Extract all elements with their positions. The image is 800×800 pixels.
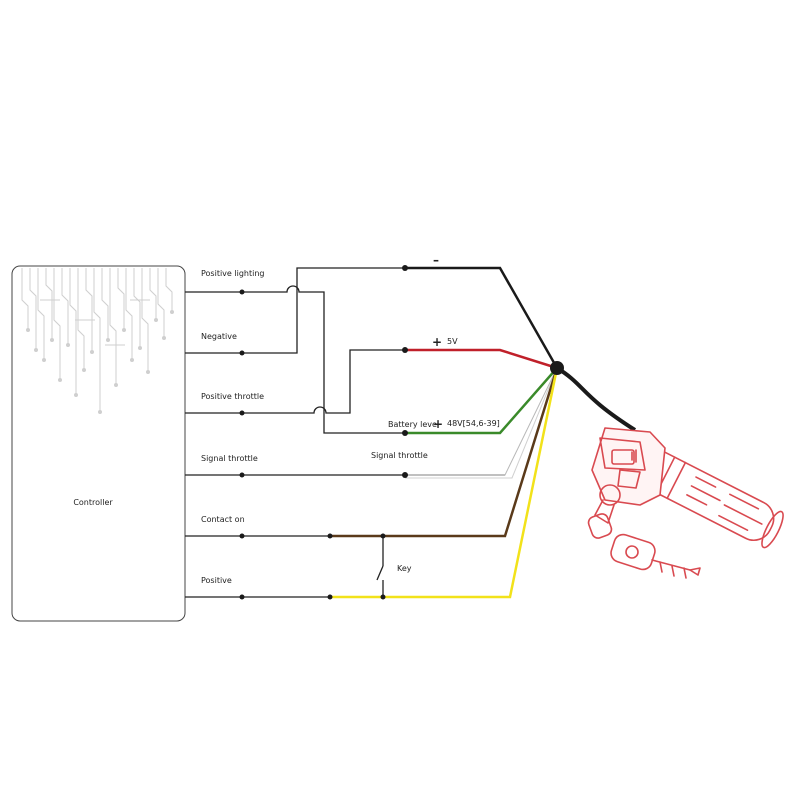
dot-black (402, 265, 408, 271)
label-battery-plus: + (433, 417, 443, 431)
label-contact-on: Contact on (201, 515, 245, 524)
label-signal-throttle-wire: Signal throttle (371, 451, 428, 460)
label-5v: 5V (447, 337, 458, 346)
dot-pt-1 (239, 410, 245, 416)
label-key: Key (397, 564, 412, 573)
controller-label: Controller (73, 498, 113, 507)
wire-grey-2 (405, 367, 558, 479)
wire-positive-throttle (185, 349, 500, 414)
wire-cable-to-grip (555, 366, 637, 432)
junction-dots (239, 265, 564, 600)
label-positive-lighting: Positive lighting (201, 269, 264, 278)
controller-wires (185, 267, 505, 598)
harness-connector (550, 361, 564, 375)
dot-pl-1 (239, 289, 245, 295)
label-signal-throttle: Signal throttle (201, 454, 258, 463)
label-negative: Negative (201, 332, 237, 341)
harness-wires (330, 266, 637, 599)
dot-st-1 (239, 472, 245, 478)
wire-positive-lighting (185, 285, 500, 434)
controller-outline (11, 265, 186, 622)
circuit-pattern (21, 268, 173, 412)
controller-box: Controller (11, 265, 186, 622)
dot-grey (402, 472, 408, 478)
dot-neg-1 (239, 350, 245, 356)
label-battery-value: 48V[54,6-39] (447, 419, 500, 428)
wire-red (405, 348, 558, 370)
wire-green (405, 367, 558, 435)
dot-co-2 (327, 533, 333, 539)
wire-brown (330, 367, 559, 538)
throttle-housing (591, 427, 666, 506)
dot-key-top (380, 533, 386, 539)
wire-yellow (330, 367, 559, 599)
dot-key-bottom (380, 594, 386, 600)
label-positive: Positive (201, 576, 232, 585)
dot-pos-1 (239, 594, 245, 600)
dot-co-1 (239, 533, 245, 539)
circuit-dots (26, 310, 174, 414)
wire-labels: – + 5V Battery level + 48V[54,6-39] Sign… (371, 253, 500, 573)
key-ignition (587, 484, 701, 579)
wire-black (405, 266, 559, 369)
label-battery-level: Battery level (388, 420, 439, 429)
label-plus-5v-sign: + (432, 335, 442, 349)
throttle-grip-illustration (587, 427, 784, 579)
label-positive-throttle: Positive throttle (201, 392, 264, 401)
dot-red (402, 347, 408, 353)
dot-pos-2 (327, 594, 333, 600)
key-switch-blade (376, 565, 384, 581)
controller-labels: Positive lighting Negative Positive thro… (201, 269, 264, 585)
wire-grey-1 (405, 367, 558, 476)
dot-green (402, 430, 408, 436)
label-minus: – (433, 253, 439, 267)
